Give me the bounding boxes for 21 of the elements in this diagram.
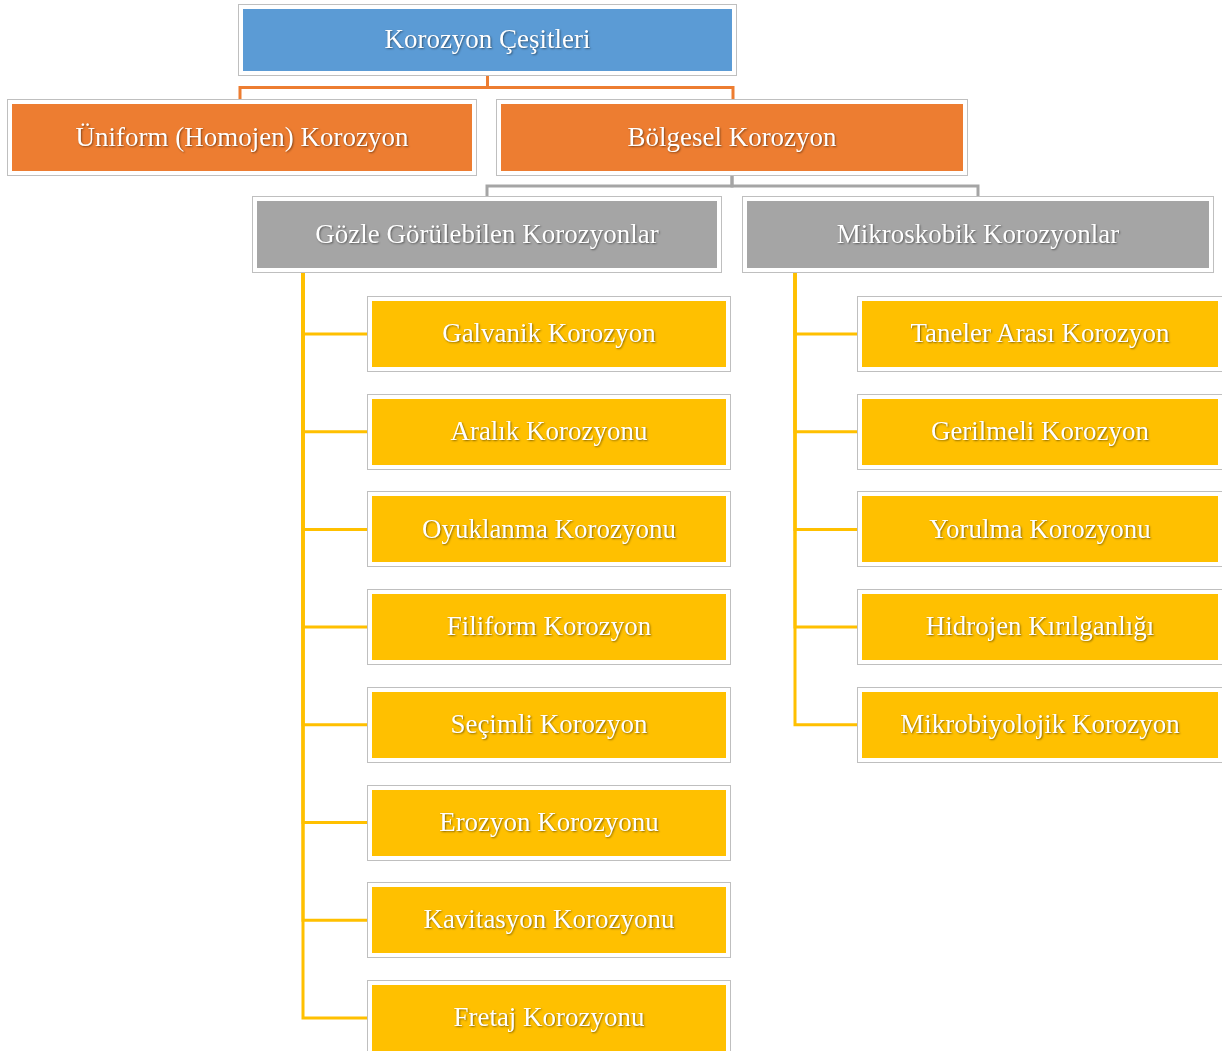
category-label: Korozyon Çeşitleri [384,25,591,55]
category-label: Hidrojen Kırılganlığı [925,612,1155,642]
category-label: Fretaj Korozyonu [453,1003,645,1033]
category-label: Yorulma Korozyonu [929,514,1151,545]
category-label: Seçimli Korozyon [450,709,648,740]
category-label: Filiform Korozyon [446,612,652,642]
category-label: Aralık Korozyonu [450,416,648,447]
category-label: Mikroskobik Korozyonlar [836,219,1120,250]
category-label: Oyuklanma Korozyonu [421,514,677,545]
category-label: Kavitasyon Korozyonu [423,905,675,936]
category-label: Bölgesel Korozyon [627,122,837,153]
category-label: Taneler Arası Korozyon [910,319,1170,349]
connector-line [730,175,980,197]
category-label: Üniform (Homojen) Korozyon [75,122,409,153]
connector-line [793,272,858,727]
connector-line [486,75,735,100]
category-label: Gözle Görülebilen Korozyonlar [315,219,659,250]
category-label: Mikrobiyolojik Korozyon [900,709,1180,740]
category-label: Galvanik Korozyon [442,319,656,349]
category-label: Erozyon Korozyonu [439,807,659,838]
category-label: Gerilmeli Korozyon [930,416,1150,447]
